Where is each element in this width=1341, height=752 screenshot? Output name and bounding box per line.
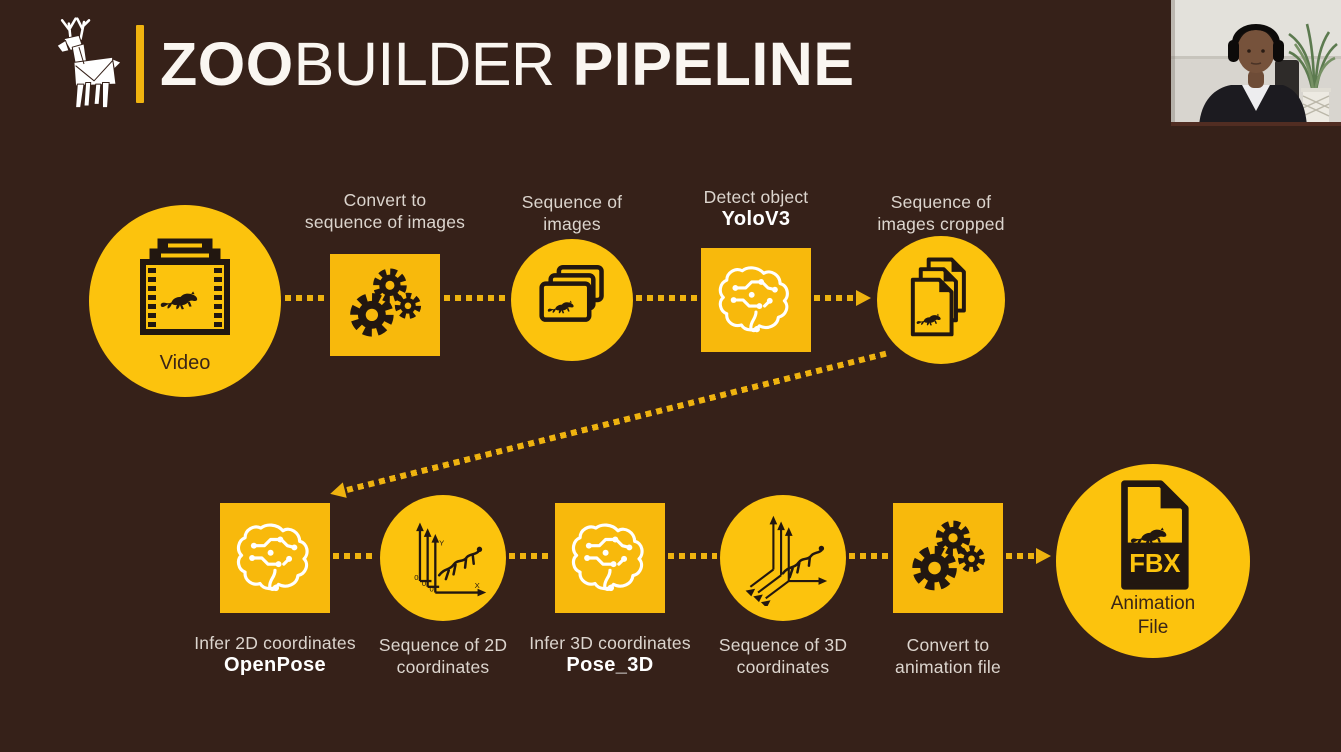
presenter — [1199, 24, 1307, 126]
connector-infer3d-to-seq3d — [668, 553, 717, 559]
step-video-label: Video — [159, 352, 211, 374]
brain-circuit-icon — [713, 257, 799, 343]
fbx-badge: FBX — [1129, 550, 1180, 578]
model-pose-3d: Pose_3D — [566, 654, 654, 676]
step-sequence-of-2d-coordinates-label: Sequence of 2D coordinates — [378, 635, 508, 677]
step-sequence-of-2d-coordinates — [380, 495, 506, 621]
step-detect-object-label: Detect object YoloV3 — [626, 186, 886, 230]
connector-infer2d-to-seq2d — [333, 553, 377, 559]
webcam-overlay — [1171, 0, 1341, 126]
arrowhead-to-infer2d — [328, 482, 347, 502]
cropped-image-stack-icon — [897, 256, 985, 344]
deer-logo-icon — [56, 17, 122, 109]
gears-icon — [344, 264, 426, 346]
step-sequence-of-3d-coordinates — [720, 495, 846, 621]
step-sequence-of-images-cropped-label: Sequence of images cropped — [877, 192, 1005, 234]
step-sequence-of-images — [511, 239, 633, 361]
connector-seq3d-to-convertanim — [849, 553, 890, 559]
step-infer-2d-coordinates-label: Infer 2D coordinates OpenPose — [140, 632, 410, 676]
axes-3d-skeleton-icon — [735, 510, 831, 606]
connector-convertanim-to-fbx — [1006, 553, 1036, 559]
step-sequence-of-3d-coordinates-label: Sequence of 3D coordinates — [718, 635, 848, 677]
step-convert-to-image-sequence — [330, 254, 440, 356]
model-yolov3: YoloV3 — [721, 208, 791, 230]
step-detect-object — [701, 248, 811, 352]
arrowhead-to-cropped — [856, 290, 871, 306]
step-animation-file: FBX — [1056, 464, 1250, 658]
step-video — [89, 205, 281, 397]
image-stack-icon — [531, 259, 613, 341]
step-convert-to-animation-file-label: Convert to animation file — [895, 635, 1001, 677]
header-divider — [136, 25, 144, 103]
plant — [1288, 23, 1338, 93]
title-zoo: ZOO — [160, 30, 294, 98]
gears-icon — [906, 516, 990, 600]
arrowhead-to-fbx — [1036, 548, 1051, 564]
title-pipeline: PIPELINE — [572, 30, 855, 98]
connector-seq2d-to-infer3d — [509, 553, 552, 559]
step-infer-2d-coordinates — [220, 503, 330, 613]
connector-sequence-to-detect — [636, 295, 698, 301]
connector-detect-to-cropped — [814, 295, 856, 301]
title-builder: BUILDER — [293, 30, 555, 98]
brain-circuit-icon — [231, 514, 319, 602]
connector-convert-to-sequence — [444, 295, 508, 301]
step-infer-3d-coordinates-label: Infer 3D coordinates Pose_3D — [475, 632, 745, 676]
step-convert-to-animation-file — [893, 503, 1003, 613]
model-openpose: OpenPose — [223, 654, 327, 676]
connector-video-to-convert — [285, 295, 327, 301]
step-infer-3d-coordinates — [555, 503, 665, 613]
step-animation-file-label: Animation File — [1110, 593, 1196, 638]
brain-circuit-icon — [566, 514, 654, 602]
fbx-file-icon: FBX — [1121, 480, 1189, 590]
step-sequence-of-images-label: Sequence of images — [521, 192, 623, 234]
step-convert-to-image-sequence-label: Convert to sequence of images — [304, 190, 466, 232]
axes-2d-skeleton-icon — [395, 510, 491, 606]
film-strip-icon — [135, 238, 235, 338]
connector-cropped-to-infer2d — [346, 350, 887, 493]
step-sequence-of-images-cropped — [877, 236, 1005, 364]
presenter-video — [1171, 0, 1341, 126]
